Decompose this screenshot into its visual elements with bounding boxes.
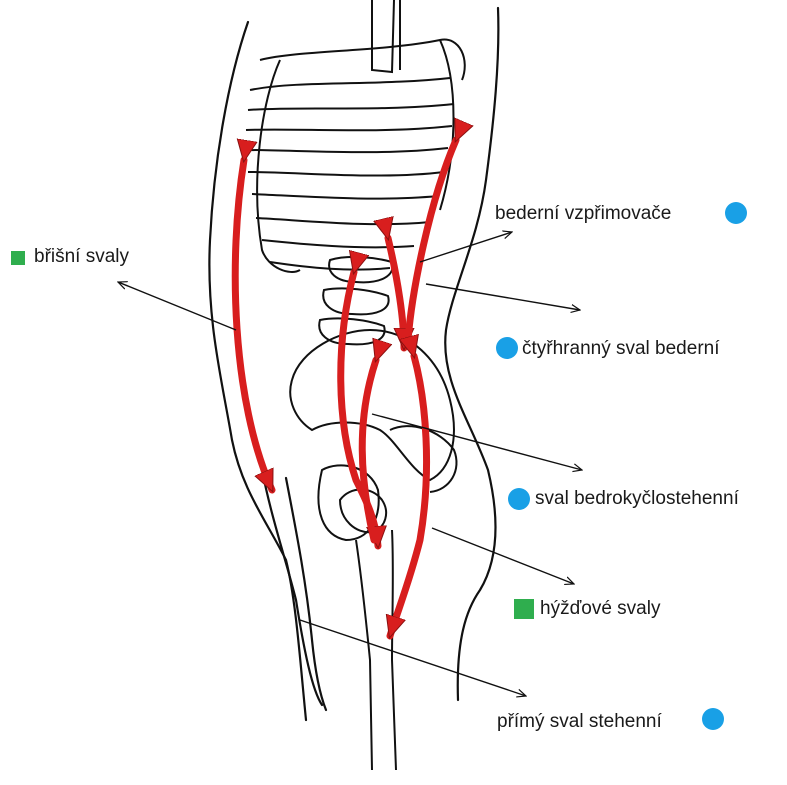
arrow-erector-left: [388, 238, 404, 348]
leader-rectus: [300, 620, 526, 696]
rib-cage: [246, 40, 465, 272]
label-quadratus: čtyřhranný sval bederní: [522, 338, 720, 360]
stabilizer-dot-rectus-femoris: [702, 708, 724, 730]
muscle-arrows: [235, 140, 456, 636]
weak-muscle-square-abdominal: [11, 251, 25, 265]
weak-muscle-square-gluteal: [514, 599, 534, 619]
label-abdominal: břišní svaly: [34, 246, 129, 268]
leader-quadratus: [426, 284, 580, 310]
leader-gluteal: [432, 528, 574, 584]
leader-abdominal: [118, 282, 236, 330]
stabilizer-dot-erector: [725, 202, 747, 224]
stabilizer-dot-quadratus: [496, 337, 518, 359]
spine-upper: [372, 0, 400, 72]
label-rectus-femoris: přímý sval stehenní: [497, 711, 662, 733]
stabilizer-dot-iliopsoas: [508, 488, 530, 510]
label-iliopsoas: sval bedrokyčlostehenní: [535, 488, 739, 510]
femur: [340, 490, 396, 771]
label-gluteal: hýžďové svaly: [540, 598, 660, 620]
arrow-abdominal: [235, 160, 272, 490]
body-outline: [209, 8, 498, 720]
label-erector: bederní vzpřimovače: [495, 203, 671, 225]
arrow-gluteal: [390, 356, 427, 636]
leader-iliopsoas: [372, 414, 582, 470]
